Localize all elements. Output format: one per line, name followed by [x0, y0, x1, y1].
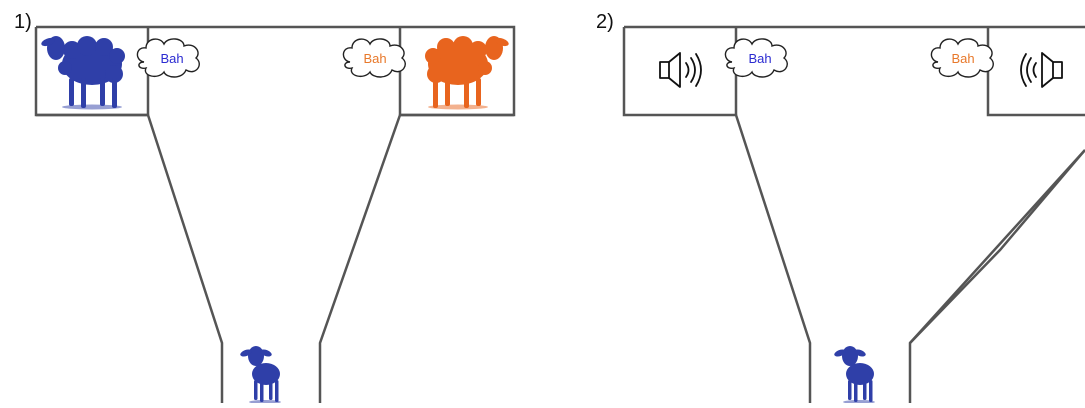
left-call-text: Bah [160, 51, 183, 66]
sheep-icon [40, 36, 125, 110]
lamb-icon [239, 346, 281, 404]
right-call-bubble: Bah [342, 38, 406, 78]
sheep-icon [425, 36, 510, 110]
funnel-outline [622, 25, 1085, 403]
left-call-text: Bah [748, 51, 771, 66]
lamb-icon [833, 346, 875, 404]
panel-label: 2) [596, 11, 614, 33]
left-call-bubble: Bah [136, 38, 200, 78]
panel-2: 2) Bah Bah [596, 11, 1085, 404]
speaker-icon [659, 52, 702, 88]
right-call-text: Bah [363, 51, 386, 66]
right-call-text: Bah [951, 51, 974, 66]
right-call-bubble: Bah [930, 38, 994, 78]
panel-label: 1) [14, 11, 32, 33]
panel-1: 1) Bah Bah [14, 11, 516, 404]
funnel-outline [34, 25, 516, 403]
left-call-bubble: Bah [724, 38, 788, 78]
speaker-icon [1020, 52, 1063, 88]
